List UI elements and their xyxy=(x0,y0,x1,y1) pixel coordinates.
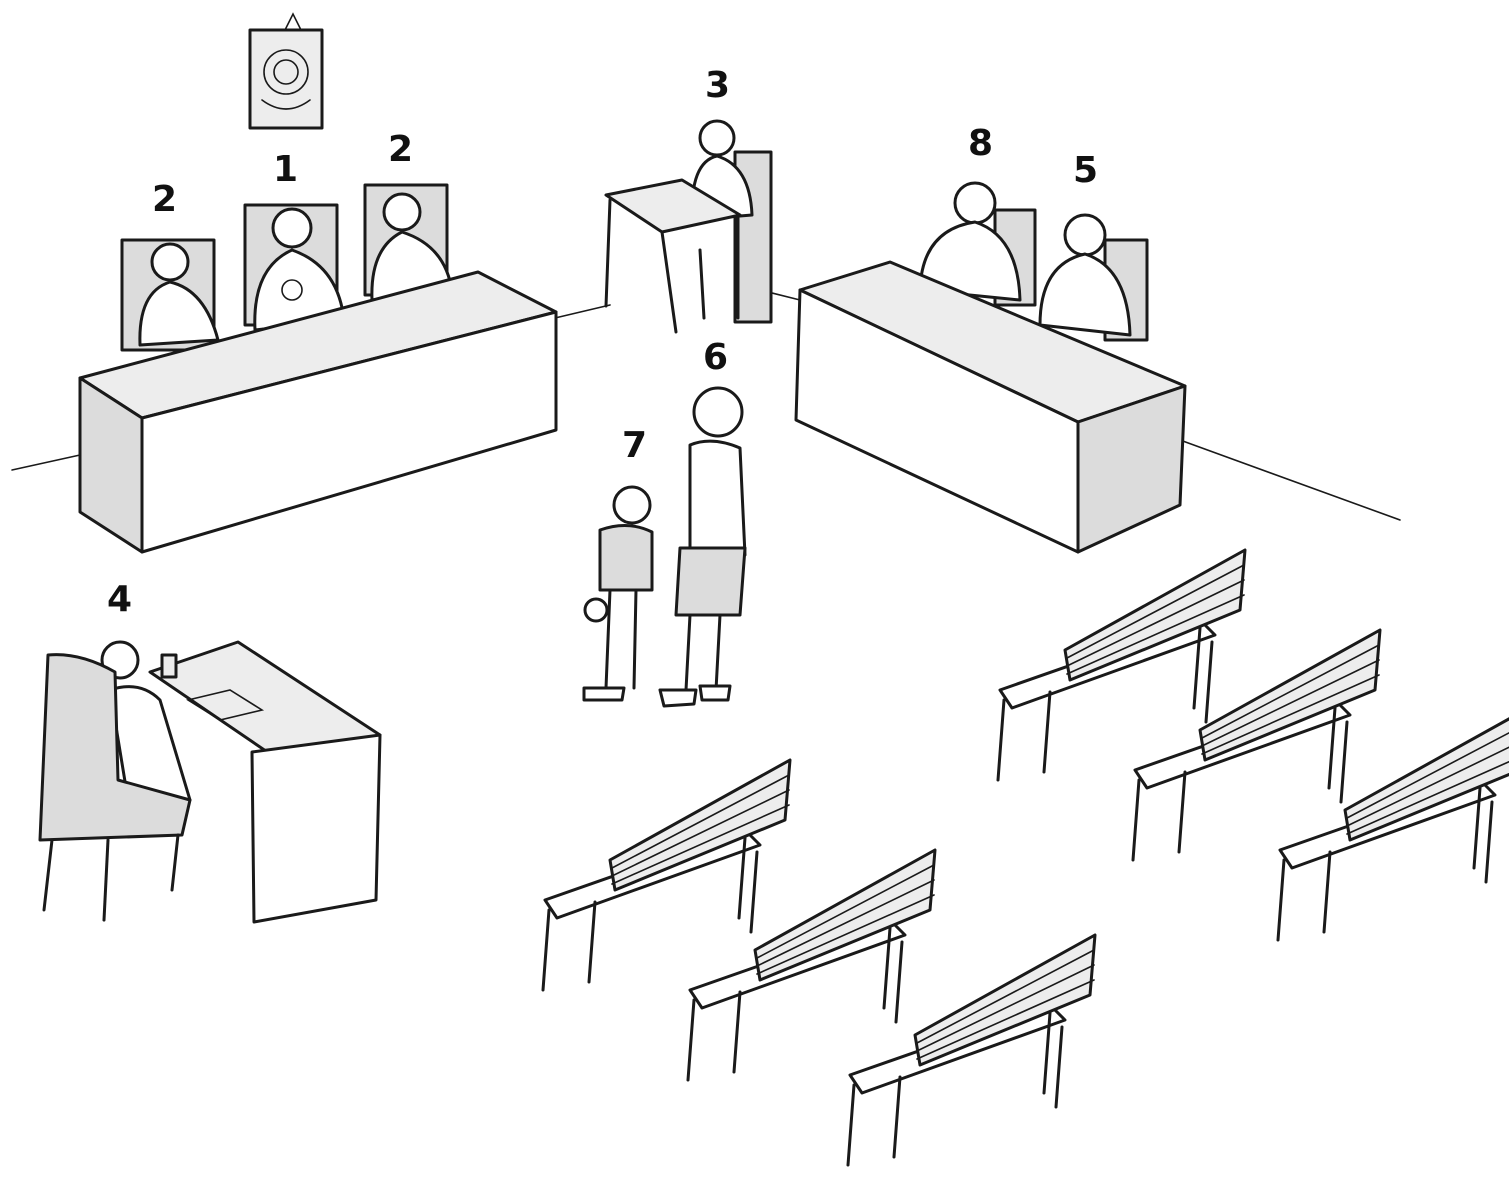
label-defendant: 8 xyxy=(968,123,994,164)
public-benches xyxy=(541,548,1509,1167)
label-lay-judge-right: 2 xyxy=(388,129,414,170)
child-witness-figure xyxy=(582,485,654,702)
label-support-person: 6 xyxy=(703,337,729,378)
bench xyxy=(996,548,1247,782)
lay-judge-left-figure xyxy=(138,242,220,347)
prosecutor-desk xyxy=(38,640,382,924)
prosecutor-desk-front xyxy=(250,733,382,924)
coat-of-arms-emblem xyxy=(248,12,324,130)
teddy-bear-icon xyxy=(583,597,609,623)
label-prosecutor: 4 xyxy=(107,579,133,620)
defence-table xyxy=(794,181,1187,554)
clerk-desk-top xyxy=(604,178,742,234)
defence-lawyer-figure xyxy=(1038,213,1132,337)
defence-table-side xyxy=(1076,384,1187,554)
clerk-chair xyxy=(733,150,773,324)
bench xyxy=(1131,628,1382,862)
judges-bench-front xyxy=(140,310,558,554)
bench xyxy=(686,848,937,1082)
label-defence-lawyer: 5 xyxy=(1073,150,1099,191)
prosecutor-chair xyxy=(38,653,192,842)
bench xyxy=(1276,717,1509,942)
label-lay-judge-left: 2 xyxy=(152,179,178,220)
label-clerk: 3 xyxy=(705,65,731,106)
clerk-desk xyxy=(604,119,773,334)
defendant-figure xyxy=(918,181,1022,302)
support-person-figure xyxy=(658,386,747,708)
bench xyxy=(541,758,792,992)
label-judge: 1 xyxy=(273,149,299,190)
label-child-witness: 7 xyxy=(622,425,648,466)
water-cup-icon xyxy=(160,653,178,679)
presiding-judge-figure xyxy=(253,207,346,332)
bench xyxy=(846,933,1097,1167)
judges-bench xyxy=(78,183,558,554)
